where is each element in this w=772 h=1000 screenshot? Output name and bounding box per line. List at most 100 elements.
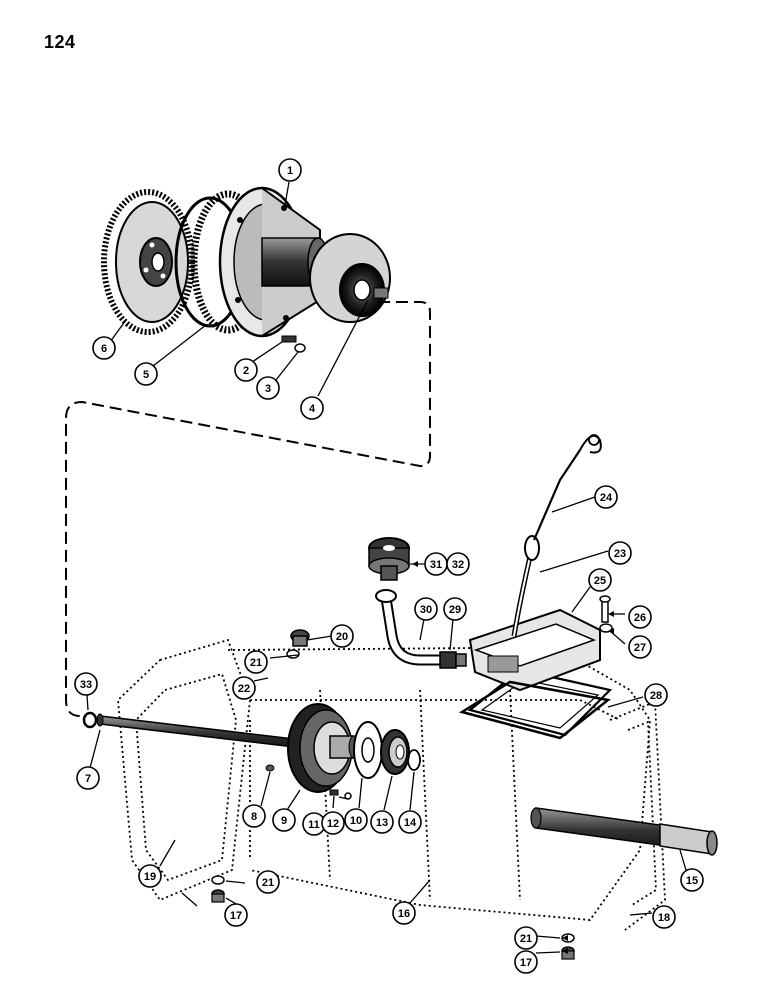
callout-circle bbox=[242, 804, 266, 828]
callout-label: 30 bbox=[420, 604, 432, 616]
callout-circle bbox=[232, 676, 256, 700]
callout-13: 13 bbox=[370, 810, 394, 834]
callout-label: 8 bbox=[251, 811, 257, 823]
callout-circle bbox=[134, 362, 158, 386]
callout-33: 33 bbox=[74, 672, 98, 696]
leader-arrowhead bbox=[562, 935, 568, 941]
callout-5: 5 bbox=[134, 362, 158, 386]
drain-plug-part bbox=[211, 889, 225, 903]
callout-32: 32 bbox=[446, 552, 470, 576]
callout-11: 11 bbox=[302, 812, 326, 836]
callout-circle bbox=[414, 597, 438, 621]
callout-circle bbox=[446, 552, 470, 576]
callout-circle bbox=[256, 870, 280, 894]
input-shaft-part bbox=[96, 713, 321, 751]
callout-label: 11 bbox=[308, 819, 320, 831]
callout-18: 18 bbox=[652, 905, 676, 929]
callout-21: 21 bbox=[514, 926, 538, 950]
pump-screw-part bbox=[329, 789, 339, 796]
callout-23: 23 bbox=[608, 541, 632, 565]
cover-bolt-part bbox=[599, 595, 611, 623]
cover-washer-part bbox=[599, 623, 613, 633]
callout-label: 15 bbox=[686, 875, 698, 887]
callout-label: 21 bbox=[520, 933, 532, 945]
callout-circle bbox=[628, 635, 652, 659]
callout-circle bbox=[514, 926, 538, 950]
callout-27: 27 bbox=[628, 635, 652, 659]
torque-converter-part bbox=[218, 186, 329, 338]
callout-label: 10 bbox=[350, 815, 362, 827]
callout-label: 6 bbox=[101, 343, 107, 355]
bearing-part bbox=[380, 729, 410, 775]
elbow-fitting-part bbox=[439, 651, 467, 669]
thrust-washer-part bbox=[353, 721, 383, 779]
callout-22: 22 bbox=[232, 676, 256, 700]
callout-label: 19 bbox=[144, 871, 156, 883]
callout-21: 21 bbox=[244, 650, 268, 674]
callout-17: 17 bbox=[514, 950, 538, 974]
callout-2: 2 bbox=[234, 358, 258, 382]
callout-circle bbox=[628, 605, 652, 629]
callout-label: 4 bbox=[309, 403, 316, 415]
leader-arrowhead bbox=[608, 628, 614, 634]
output-shaft-part bbox=[530, 807, 718, 856]
oil-pump-part bbox=[287, 703, 360, 793]
callout-circle bbox=[588, 568, 612, 592]
callout-circle bbox=[392, 901, 416, 925]
callout-15: 15 bbox=[680, 868, 704, 892]
callout-circle bbox=[256, 376, 280, 400]
callout-circle bbox=[330, 624, 354, 648]
callout-circle bbox=[398, 810, 422, 834]
callout-16: 16 bbox=[392, 901, 416, 925]
callout-label: 29 bbox=[449, 604, 461, 616]
callout-label: 21 bbox=[250, 657, 262, 669]
callout-10: 10 bbox=[344, 808, 368, 832]
flywheel-assembly bbox=[101, 186, 391, 353]
callout-25: 25 bbox=[588, 568, 612, 592]
callout-label: 13 bbox=[376, 817, 388, 829]
callout-label: 9 bbox=[281, 815, 287, 827]
callout-26: 26 bbox=[628, 605, 652, 629]
callout-label: 28 bbox=[650, 690, 662, 702]
callout-24: 24 bbox=[594, 485, 618, 509]
callout-label: 33 bbox=[80, 679, 92, 691]
bolt-part bbox=[281, 335, 297, 343]
o-ring-part bbox=[407, 749, 421, 771]
callout-circle bbox=[652, 905, 676, 929]
callout-circle bbox=[680, 868, 704, 892]
callout-circle bbox=[300, 396, 324, 420]
callout-label: 5 bbox=[143, 369, 149, 381]
page-number: 124 bbox=[44, 32, 76, 52]
callout-circle bbox=[244, 650, 268, 674]
callout-circle bbox=[278, 158, 302, 182]
transmission-housing-part bbox=[117, 638, 666, 931]
breather-washer-part bbox=[286, 649, 300, 659]
callout-label: 17 bbox=[230, 910, 242, 922]
dipstick-part bbox=[532, 434, 602, 541]
pump-housing-part bbox=[309, 233, 391, 323]
callout-19: 19 bbox=[138, 864, 162, 888]
callout-circle bbox=[224, 903, 248, 927]
filler-pipe-part bbox=[375, 589, 440, 666]
washer-part bbox=[294, 343, 306, 353]
callout-8: 8 bbox=[242, 804, 266, 828]
callout-29: 29 bbox=[443, 597, 467, 621]
callout-circle bbox=[514, 950, 538, 974]
callout-20: 20 bbox=[330, 624, 354, 648]
callout-label: 27 bbox=[634, 642, 646, 654]
callout-label: 20 bbox=[336, 631, 348, 643]
callout-circle bbox=[74, 672, 98, 696]
callout-circle bbox=[443, 597, 467, 621]
callout-label: 32 bbox=[452, 559, 464, 571]
callout-7: 7 bbox=[76, 766, 100, 790]
callout-label: 18 bbox=[658, 912, 670, 924]
pump-dowel-part bbox=[265, 764, 275, 772]
callout-31: 31 bbox=[424, 552, 448, 576]
callout-1: 1 bbox=[278, 158, 302, 182]
callout-label: 1 bbox=[287, 165, 293, 177]
breather-plug-part bbox=[290, 629, 310, 647]
filler-cap-part bbox=[368, 537, 410, 581]
callout-circle bbox=[272, 808, 296, 832]
